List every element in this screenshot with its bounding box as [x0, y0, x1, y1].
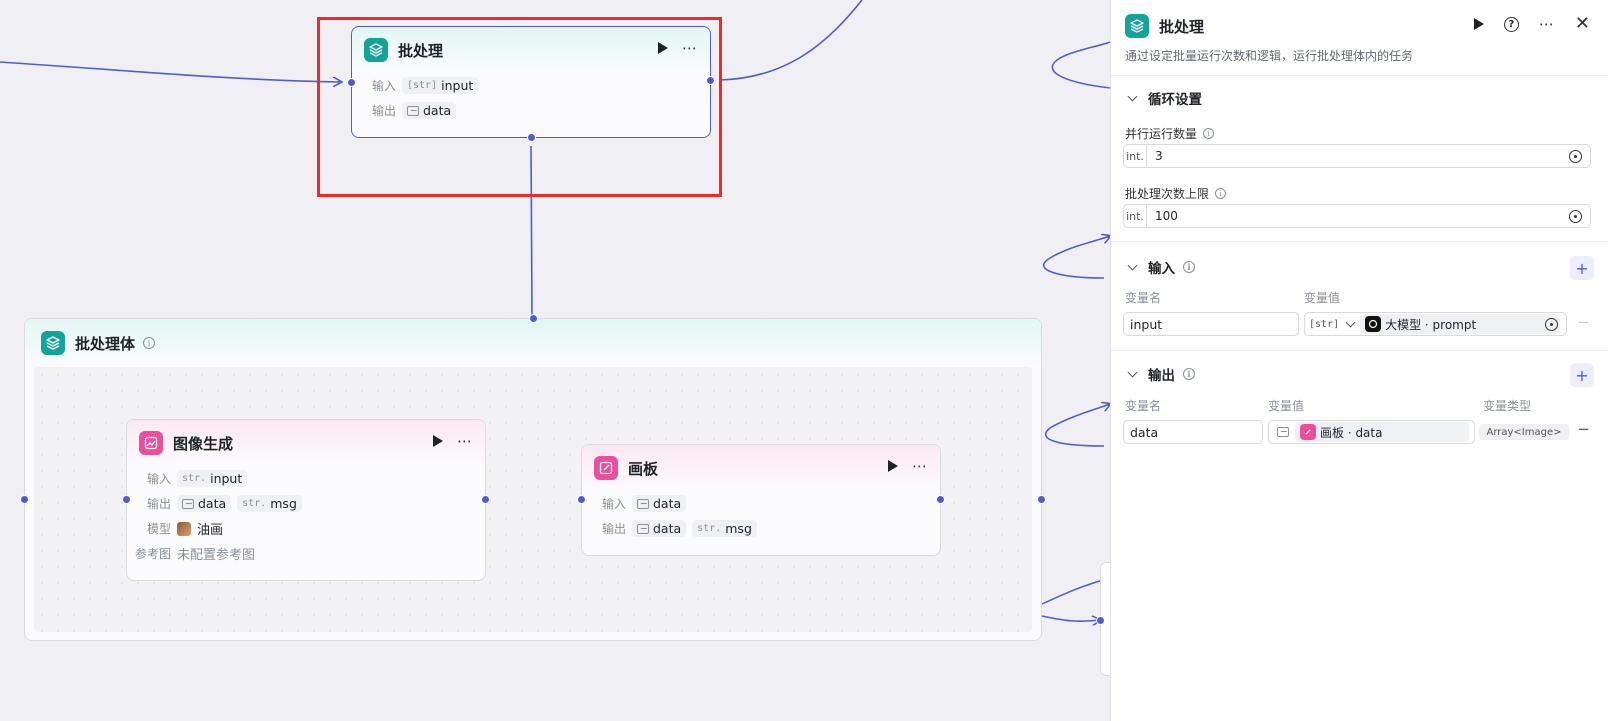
info-icon: i — [1215, 188, 1227, 199]
canvas-title: 画板 — [628, 459, 659, 478]
batch-body-top-port[interactable] — [529, 314, 538, 323]
help-icon[interactable]: ? — [1503, 16, 1519, 32]
image-gen-more-button[interactable]: ⋯ — [457, 432, 473, 450]
info-icon: i — [1183, 261, 1195, 273]
chevron-down-icon — [1127, 91, 1138, 101]
edge-left-to-batch — [0, 61, 341, 82]
canvas-output-row: 输出 data str.msg — [594, 516, 928, 541]
llm-icon — [1365, 316, 1382, 332]
batch-body-title: 批处理体 — [75, 334, 136, 353]
batch-body-port[interactable] — [527, 133, 536, 142]
batch-output-row: 输出 data — [364, 98, 698, 123]
canvas-input-port[interactable] — [577, 495, 586, 504]
image-gen-model-row: 模型 油画 — [146, 521, 224, 538]
edge-loop-2 — [1042, 236, 1110, 279]
output-type-badge: Array<Image> — [1479, 424, 1569, 440]
batch-output-port[interactable] — [706, 76, 715, 85]
variable-ref-icon[interactable] — [1545, 318, 1558, 331]
batch-run-button[interactable] — [658, 42, 668, 54]
batch-node-title: 批处理 — [398, 41, 444, 60]
image-gen-title: 图像生成 — [173, 434, 234, 453]
input-var-value-field[interactable]: [str] 大模型 · prompt — [1304, 312, 1567, 336]
image-type-icon — [637, 498, 649, 509]
canvas-more-button[interactable]: ⋯ — [912, 457, 928, 475]
canvas-run-button[interactable] — [888, 460, 898, 472]
panel-title: 批处理 — [1159, 17, 1205, 36]
edge-loop-1 — [1051, 41, 1110, 89]
chevron-down-icon — [1345, 317, 1356, 328]
parallel-input[interactable]: int. 3 — [1123, 144, 1591, 168]
image-gen-run-button[interactable] — [433, 435, 443, 447]
batch-node-header: 批处理 ⋯ — [352, 27, 710, 73]
chevron-down-icon — [1127, 367, 1138, 377]
canvas-input-row: 输入 data — [594, 491, 928, 516]
edge-loop-3 — [1044, 404, 1110, 447]
variable-ref-icon[interactable] — [1569, 210, 1582, 223]
batch-more-button[interactable]: ⋯ — [682, 39, 698, 57]
batch-input-port[interactable] — [347, 78, 356, 87]
image-gen-icon — [139, 431, 163, 455]
panel-more-button[interactable]: ⋯ — [1538, 15, 1555, 33]
batch-body-right-port[interactable] — [1037, 495, 1046, 504]
canvas-output-port[interactable] — [936, 495, 945, 504]
output-var-value-field[interactable]: 画板 · data — [1268, 420, 1475, 444]
properties-panel: 批处理 ? ⋯ ✕ 通过设定批量运行次数和逻辑，运行批处理体内的任务 循环设置 … — [1110, 0, 1608, 721]
layers-icon — [1125, 14, 1149, 38]
batch-input-row: 输入 [str]input — [364, 73, 698, 98]
output-var-name-field[interactable]: data — [1123, 420, 1263, 444]
canvas-node[interactable]: 画板 ⋯ 输入 data 输出 data str.msg — [577, 444, 945, 556]
image-type-icon — [1277, 427, 1289, 437]
model-avatar — [177, 521, 191, 536]
panel-run-button[interactable] — [1473, 18, 1484, 30]
info-icon: i — [1183, 368, 1195, 380]
image-gen-input-port[interactable] — [122, 495, 131, 504]
input-var-name-field[interactable]: input — [1123, 312, 1299, 336]
edge-batch-out — [719, 0, 863, 81]
image-type-icon — [637, 523, 649, 534]
add-output-button[interactable]: + — [1570, 363, 1594, 387]
edge-body-out-to-right — [1041, 616, 1100, 621]
image-gen-ref-row: 参考图 未配置参考图 — [134, 547, 256, 563]
close-icon[interactable]: ✕ — [1574, 13, 1590, 34]
loop-section-header[interactable]: 循环设置 — [1125, 88, 1202, 108]
image-type-icon — [182, 498, 194, 509]
limit-input[interactable]: int. 100 — [1123, 204, 1591, 228]
canvas-icon — [594, 456, 618, 480]
batch-output-tag: data — [402, 102, 457, 119]
batch-input-tag: [str]input — [402, 77, 479, 94]
canvas-icon — [1300, 424, 1316, 440]
chevron-down-icon — [1127, 260, 1138, 270]
info-icon: i — [1203, 128, 1215, 139]
offscreen-node-port[interactable] — [1096, 616, 1105, 625]
workflow-canvas[interactable]: 批处理 ⋯ 输入 [str]input 输出 data 批处理体 — [0, 0, 1110, 721]
panel-description: 通过设定批量运行次数和逻辑，运行批处理体内的任务 — [1125, 49, 1414, 63]
image-gen-node[interactable]: 图像生成 ⋯ 输入 str.input 输出 data str.msg 模型 油… — [122, 419, 490, 581]
image-type-icon — [407, 105, 419, 116]
add-input-button[interactable]: + — [1570, 256, 1594, 280]
layers-icon — [41, 331, 65, 355]
batch-node[interactable]: 批处理 ⋯ 输入 [str]input 输出 data — [347, 26, 715, 142]
image-gen-output-port[interactable] — [481, 495, 490, 504]
variable-ref-icon[interactable] — [1569, 150, 1582, 163]
remove-output-button[interactable]: − — [1577, 420, 1590, 438]
layers-icon — [364, 38, 388, 62]
batch-body-left-port[interactable] — [20, 495, 29, 504]
image-gen-input-row: 输入 str.input — [139, 466, 473, 491]
remove-input-button[interactable]: − — [1577, 313, 1590, 331]
info-icon[interactable]: i — [143, 337, 156, 349]
selection-highlight — [317, 17, 722, 197]
image-gen-output-row: 输出 data str.msg — [139, 491, 473, 516]
